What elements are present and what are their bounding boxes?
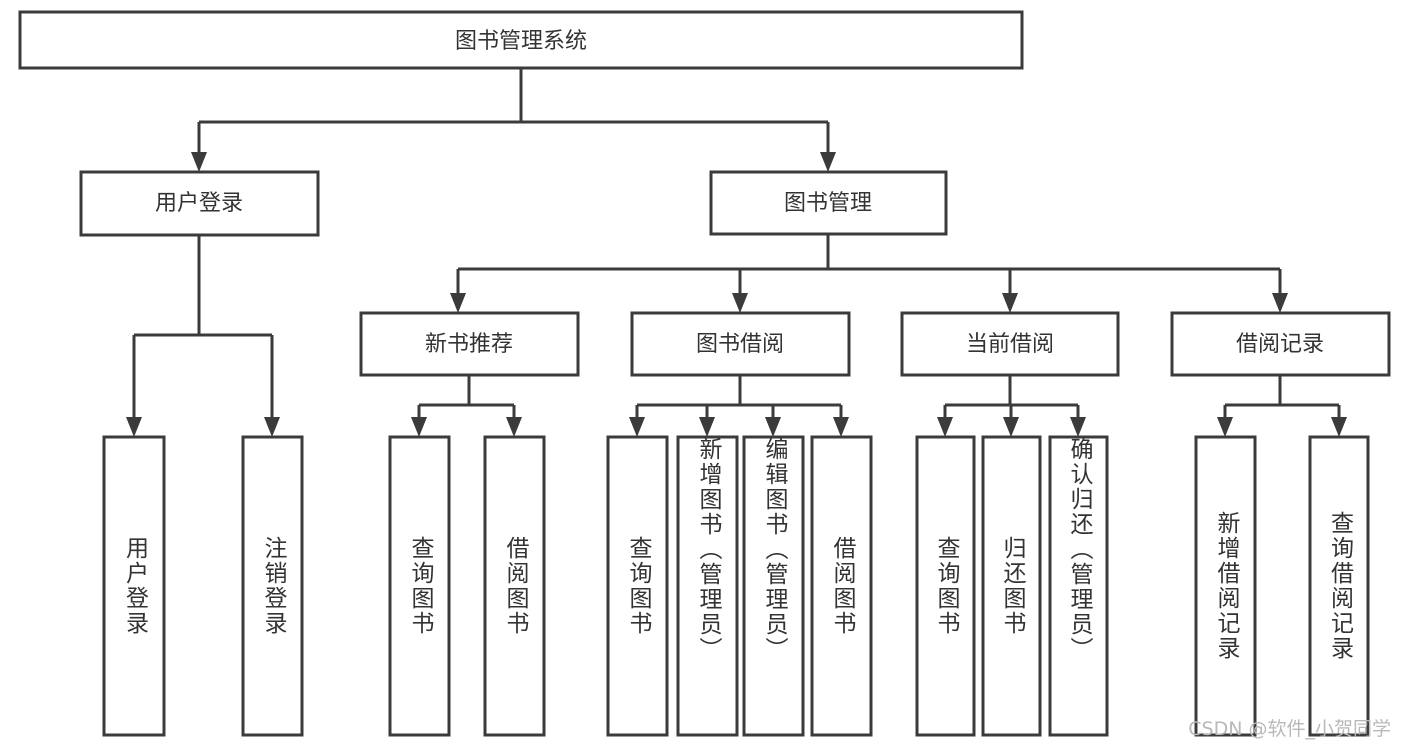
node-user-login-label: 用户登录 (155, 191, 243, 216)
node-book-borrow-label: 图书借阅 (696, 332, 784, 357)
node-root-box[interactable] (18, 10, 1024, 70)
node-borrow-record-label: 借阅记录 (1236, 332, 1324, 357)
leaf-box-bb-query-book[interactable] (606, 435, 669, 737)
leaf-box-user-login[interactable] (102, 435, 166, 737)
leaf-box-br-query-record[interactable] (1308, 435, 1370, 737)
leaf-box-cb-query-book[interactable] (915, 435, 976, 737)
leaf-box-bb-borrow-book[interactable] (810, 435, 873, 737)
leaf-box-nbr-borrow-book[interactable] (483, 435, 546, 737)
node-book-management-label: 图书管理 (784, 191, 872, 216)
connector-bookborrow-to-leaves (629, 375, 849, 437)
leaf-box-cb-confirm-return[interactable] (1048, 435, 1109, 737)
leaf-box-bb-add-book[interactable] (676, 435, 739, 737)
connector-root-to-level2 (191, 68, 836, 172)
connector-borrowrecord-to-leaves (1217, 375, 1347, 437)
watermark-text: CSDN @软件_小贺同学 (1188, 718, 1391, 740)
connector-currentborrow-to-leaves (937, 375, 1086, 437)
leaf-box-br-add-record[interactable] (1194, 435, 1257, 737)
node-root-label: 图书管理系统 (455, 29, 587, 54)
leaf-box-cb-return-book[interactable] (981, 435, 1042, 737)
connector-bookmgmt-to-level3 (450, 235, 1288, 313)
node-book-borrow-box[interactable] (630, 311, 851, 377)
node-current-borrow-label: 当前借阅 (966, 332, 1054, 357)
node-new-book-recommend-box[interactable] (359, 311, 580, 377)
node-book-management-box[interactable] (709, 170, 948, 236)
leaf-box-logout-login[interactable] (241, 435, 304, 737)
node-new-book-recommend-label: 新书推荐 (425, 332, 513, 357)
leaf-box-bb-edit-book[interactable] (742, 435, 805, 737)
connector-newbook-to-leaves (411, 375, 522, 437)
node-current-borrow-box[interactable] (900, 311, 1120, 377)
leaf-box-nbr-query-book[interactable] (388, 435, 451, 737)
node-user-login-box[interactable] (79, 170, 320, 237)
node-borrow-record-box[interactable] (1170, 311, 1391, 377)
connector-userlogin-to-leaves (126, 235, 280, 437)
